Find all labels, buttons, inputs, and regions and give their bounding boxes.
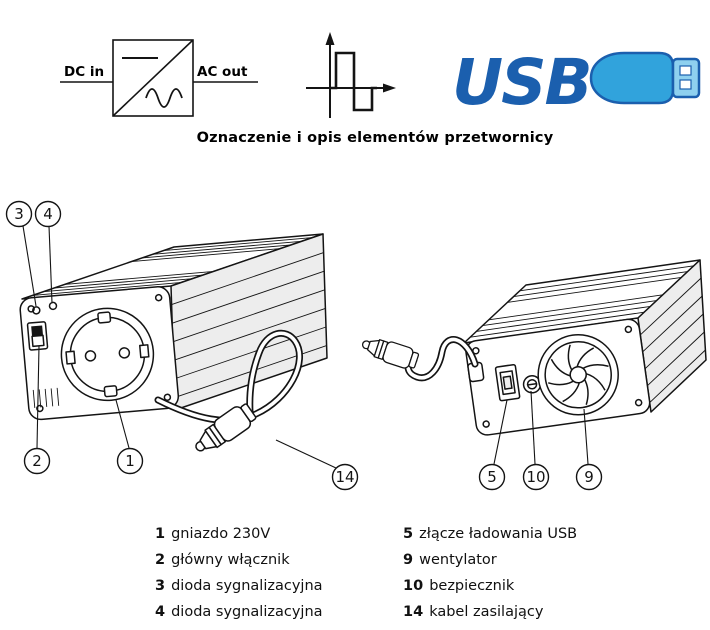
callout-3: 3 [5,200,37,307]
svg-text:14: 14 [335,468,354,486]
svg-text:9: 9 [584,468,594,486]
legend-num: 14 [403,604,424,620]
legend-label: dioda sygnalizacyjna [171,604,323,620]
usb-charging-port [494,363,521,402]
legend-label: wentylator [419,552,497,568]
ac-out-label: AC out [197,64,248,80]
callout-9: 9 [575,408,603,491]
front-panel [19,286,180,421]
callout-5: 5 [478,399,508,491]
svg-text:4: 4 [43,205,53,223]
top-fins [32,237,313,296]
signal-led-1 [32,306,41,315]
inverter-front-view [19,233,328,421]
legend-num: 2 [155,552,166,568]
callout-2: 2 [23,345,51,475]
svg-text:3: 3 [14,205,24,223]
car-plug-icon [361,339,420,369]
legend-item-3: 3 dioda sygnalizacyjna [155,573,323,599]
callout-14: 14 [275,439,359,491]
ac-socket-230v [60,307,155,402]
rear-power-cable [361,336,479,382]
power-cable [154,329,303,452]
legend-item-5: 5 złącze ładowania USB [403,521,577,547]
inverter-rear-view [463,259,707,436]
screw-icon [27,305,35,313]
legend-num: 4 [155,604,166,620]
legend-item-10: 10 bezpiecznik [403,573,577,599]
legend-num: 10 [403,578,424,594]
vent-slots [32,387,60,408]
legend-num: 5 [403,526,414,542]
legend-item-2: 2 główny włącznik [155,547,323,573]
callouts: 3 4 2 1 14 5 10 [5,200,603,491]
right-arrowhead [383,83,396,93]
usb-logo-icon: USB [452,46,701,119]
dc-in-label: DC in [64,64,104,80]
svg-text:5: 5 [487,468,497,486]
rear-panel [465,318,651,436]
legend-item-4: 4 dioda sygnalizacyjna [155,599,323,625]
screw-icon [36,404,44,413]
square-wave-icon [306,32,396,118]
legend-label: główny włącznik [171,552,290,568]
legend-column-left: 1 gniazdo 230V 2 główny włącznik 3 dioda sy… [155,521,323,625]
legend-label: kabel zasilający [429,604,544,620]
callout-10: 10 [522,390,550,491]
legend-num: 1 [155,526,166,542]
legend-label: gniazdo 230V [171,526,271,542]
signal-led-2 [48,301,58,311]
legend-num: 9 [403,552,414,568]
side-fins [639,277,706,403]
legend-item-9: 9 wentylator [403,547,577,573]
screw-icon [624,325,633,334]
screw-icon [154,293,163,302]
page-title: Oznaczenie i opis elementów przetwornicy [196,130,554,146]
legend-column-right: 5 złącze ładowania USB 9 wentylator 10 bezp… [403,521,577,625]
car-plug-icon [195,403,257,452]
screw-icon [482,420,490,428]
legend-item-1: 1 gniazdo 230V [155,521,323,547]
legend-num: 3 [155,578,166,594]
screw-icon [634,398,643,407]
usb-plug-icon [589,51,701,105]
callout-4: 4 [34,200,62,304]
callout-1: 1 [115,399,144,475]
up-arrowhead [325,32,335,45]
screw-icon [163,393,172,402]
usb-wordmark: USB [452,46,591,119]
svg-text:10: 10 [526,468,545,486]
top-fins [470,265,694,338]
legend-item-14: 14 kabel zasilający [403,599,577,625]
power-switch [26,321,49,351]
legend-label: złącze ładowania USB [419,526,578,542]
legend-label: dioda sygnalizacyjna [171,578,323,594]
fan-icon [537,334,619,416]
svg-text:1: 1 [125,452,135,470]
legend-label: bezpiecznik [429,578,515,594]
svg-text:2: 2 [32,452,42,470]
dc-ac-converter-icon [60,39,258,117]
